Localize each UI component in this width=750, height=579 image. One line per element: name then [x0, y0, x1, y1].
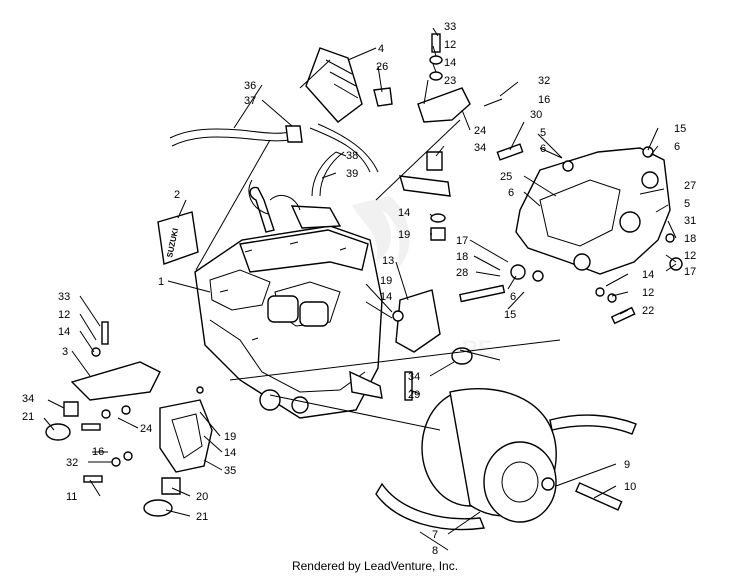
callout-12: 12: [684, 250, 696, 262]
callout-3: 3: [62, 346, 68, 358]
callout-13: 13: [382, 255, 394, 267]
callout-15: 15: [504, 309, 516, 321]
callout-8: 8: [432, 545, 438, 557]
callout-6: 6: [508, 187, 514, 199]
drive-belt: [375, 414, 637, 531]
callout-6: 6: [674, 141, 680, 153]
callout-19: 19: [380, 275, 392, 287]
rendered-by-footer: Rendered by LeadVenture, Inc.: [291, 559, 459, 573]
callout-7: 7: [432, 529, 438, 541]
callout-26: 26: [376, 61, 388, 73]
callout-39: 39: [346, 168, 358, 180]
callout-20: 20: [196, 491, 208, 503]
callout-2: 2: [174, 189, 180, 201]
callout-10: 10: [624, 481, 636, 493]
callout-18: 18: [456, 251, 468, 263]
callout-24: 24: [140, 423, 152, 435]
front-mount-bracket: [392, 289, 473, 401]
callout-11: 11: [66, 491, 77, 503]
callout-30: 30: [530, 109, 542, 121]
callout-27: 27: [684, 180, 696, 192]
callout-32: 32: [66, 457, 78, 469]
callout-4: 4: [378, 43, 384, 55]
upper-mount-bracket: [399, 33, 471, 241]
callout-18: 18: [684, 233, 696, 245]
callout-36: 36: [244, 80, 256, 92]
left-mount-bracket: [45, 321, 161, 441]
engine-assembly: [194, 179, 383, 419]
callout-14: 14: [58, 326, 70, 338]
callout-34: 34: [408, 371, 420, 383]
callout-38: 38: [346, 150, 358, 162]
callout-17: 17: [684, 266, 696, 278]
callout-14: 14: [224, 447, 236, 459]
callout-37: 37: [244, 95, 256, 107]
callout-14: 14: [380, 291, 392, 303]
callout-6: 6: [540, 143, 546, 155]
callout-35: 35: [224, 465, 236, 477]
callout-19: 19: [398, 229, 410, 241]
callout-12: 12: [58, 309, 70, 321]
callout-32: 32: [538, 75, 550, 87]
callout-19: 19: [224, 431, 236, 443]
callout-21: 21: [196, 511, 208, 523]
callout-22: 22: [642, 305, 654, 317]
callout-14: 14: [398, 207, 410, 219]
callout-25: 25: [500, 171, 512, 183]
callout-16: 16: [538, 94, 550, 106]
callout-29: 29: [408, 389, 420, 401]
callout-28: 28: [456, 267, 468, 279]
callout-12: 12: [642, 287, 654, 299]
callout-21: 21: [22, 411, 34, 423]
callout-14: 14: [444, 57, 456, 69]
callout-5: 5: [684, 198, 690, 210]
callout-33: 33: [58, 291, 70, 303]
decal-part: SUZUKI: [157, 211, 199, 265]
hoses: [169, 123, 379, 197]
callout-34: 34: [22, 393, 34, 405]
lower-mount-bracket: [81, 386, 213, 517]
callout-12: 12: [444, 39, 456, 51]
callout-31: 31: [684, 215, 696, 227]
callout-labels: 33 12 14 23 32 16 24 34 14 19 4 26 36 37…: [22, 21, 696, 557]
callout-33: 33: [444, 21, 456, 33]
callout-9: 9: [624, 459, 630, 471]
callout-6: 6: [510, 291, 516, 303]
callout-1: 1: [158, 276, 164, 288]
airbox-part: [305, 47, 393, 123]
callout-34: 34: [474, 142, 486, 154]
callout-24: 24: [474, 125, 486, 137]
callout-15: 15: [674, 123, 686, 135]
callout-17: 17: [456, 235, 468, 247]
chaincase-bracket: [459, 143, 683, 325]
callout-23: 23: [444, 75, 456, 87]
callout-16: 16: [92, 446, 104, 458]
callout-14: 14: [642, 269, 654, 281]
drive-clutch: [421, 388, 623, 523]
callout-5: 5: [540, 127, 546, 139]
leader-lines: [43, 27, 677, 551]
